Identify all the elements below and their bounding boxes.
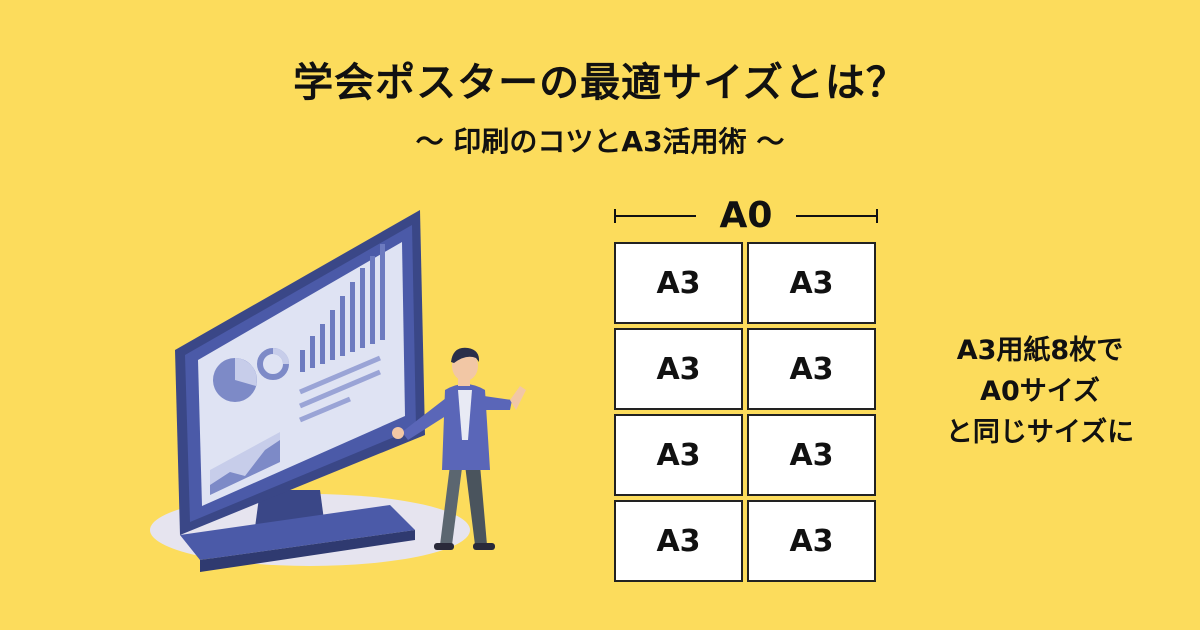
area-chart-icon xyxy=(210,432,280,495)
a3-cell: A3 xyxy=(614,328,743,410)
note-line: A3用紙8枚で xyxy=(956,335,1124,366)
bar-chart-icon xyxy=(300,244,385,372)
a3-cell: A3 xyxy=(747,242,876,324)
a3-cell: A3 xyxy=(614,500,743,582)
a3-cell: A3 xyxy=(747,328,876,410)
donut-chart-icon xyxy=(257,348,289,380)
dimension-line-right xyxy=(796,215,878,217)
note-line: と同じサイズに xyxy=(945,417,1135,448)
dimension-tick-right xyxy=(876,209,878,223)
page-title: 学会ポスターの最適サイズとは？ xyxy=(293,60,907,106)
presentation-monitor-icon xyxy=(175,210,425,535)
a3-cell: A3 xyxy=(614,414,743,496)
pie-chart-icon xyxy=(213,358,257,402)
a0-label-text: A0 xyxy=(719,195,773,236)
monitor-stand-icon xyxy=(180,490,415,572)
text-lines-icon xyxy=(299,355,381,423)
a3-sheet-grid: A3 A3 A3 A3 A3 A3 A3 A3 xyxy=(614,242,878,582)
page-subtitle: 〜 印刷のコツとA3活用術 〜 xyxy=(415,125,785,158)
a3-cell: A3 xyxy=(747,414,876,496)
a3-cell: A3 xyxy=(747,500,876,582)
dimension-line-left xyxy=(614,215,696,217)
a3-a0-note: A3用紙8枚で A0サイズ と同じサイズに xyxy=(880,330,1200,453)
a0-dimension-label: A0 xyxy=(614,194,878,238)
person-presenter-icon xyxy=(392,347,526,550)
note-line: A0サイズ xyxy=(980,376,1100,407)
presentation-illustration xyxy=(150,210,526,572)
a3-cell: A3 xyxy=(614,242,743,324)
